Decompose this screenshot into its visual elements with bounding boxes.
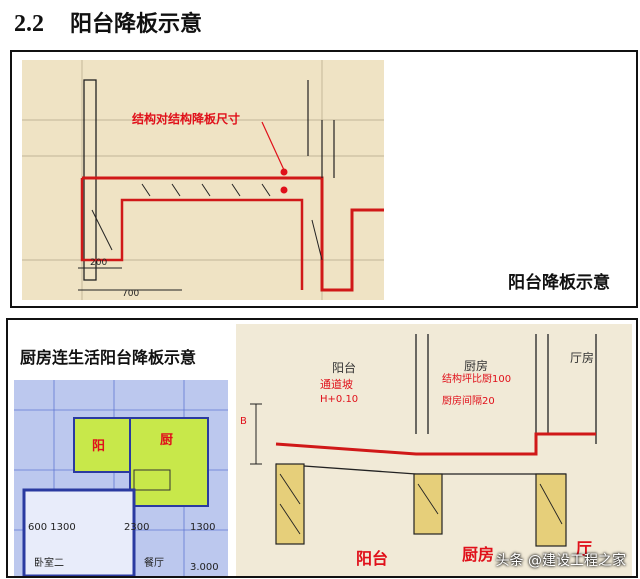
panel1-caption: 阳台降板示意 bbox=[508, 273, 610, 293]
section-heading: 2.2 阳台降板示意 bbox=[14, 6, 202, 38]
balcony-section-sketch: 200 700 bbox=[22, 60, 384, 300]
svg-text:H+0.10: H+0.10 bbox=[320, 394, 358, 405]
svg-text:1300: 1300 bbox=[190, 522, 215, 533]
balcony-drop-panel: 200 700 结构对结构降板尺寸 阳台降板示意 bbox=[10, 50, 638, 308]
svg-text:厅房: 厅房 bbox=[570, 350, 594, 365]
svg-text:3.000: 3.000 bbox=[190, 562, 219, 573]
floor-plan-image: 阳 厨 600 1300 2300 1300 卧室二 餐厅 3.000 bbox=[14, 380, 228, 576]
watermark-text: 头条 @建设工程之家 bbox=[495, 553, 626, 569]
svg-text:厨房: 厨房 bbox=[462, 545, 494, 564]
panel2-caption: 厨房连生活阳台降板示意 bbox=[20, 348, 197, 367]
svg-text:厨房间隔20: 厨房间隔20 bbox=[442, 394, 495, 407]
svg-text:阳: 阳 bbox=[92, 439, 105, 454]
svg-text:卧室二: 卧室二 bbox=[34, 556, 64, 569]
svg-text:600 1300: 600 1300 bbox=[28, 522, 76, 533]
section-number: 2.2 bbox=[14, 11, 44, 37]
svg-text:2300: 2300 bbox=[124, 522, 149, 533]
svg-text:餐厅: 餐厅 bbox=[144, 556, 164, 569]
svg-text:700: 700 bbox=[122, 289, 139, 299]
kitchen-section-sketch: 阳台 厨房 厅房 通道坡 H+0.10 bbox=[236, 324, 632, 576]
svg-text:阳台: 阳台 bbox=[356, 549, 388, 568]
svg-text:厅: 厅 bbox=[576, 539, 592, 558]
svg-text:厨房: 厨房 bbox=[464, 358, 488, 373]
svg-text:阳台: 阳台 bbox=[332, 360, 356, 375]
section-title: 阳台降板示意 bbox=[70, 12, 203, 37]
svg-text:厨: 厨 bbox=[160, 433, 173, 448]
svg-text:200: 200 bbox=[90, 258, 107, 268]
svg-text:B: B bbox=[240, 416, 247, 427]
kitchen-balcony-panel: 厨房连生活阳台降板示意 阳 厨 600 1300 2300 1300 卧室二 餐… bbox=[6, 318, 638, 578]
watermark: 头条 @建设工程之家 bbox=[496, 550, 626, 570]
svg-text:通道坡: 通道坡 bbox=[320, 377, 353, 391]
slab-drop-annotation: 结构对结构降板尺寸 bbox=[132, 112, 241, 126]
svg-text:结构坪比厨100: 结构坪比厨100 bbox=[442, 372, 511, 385]
